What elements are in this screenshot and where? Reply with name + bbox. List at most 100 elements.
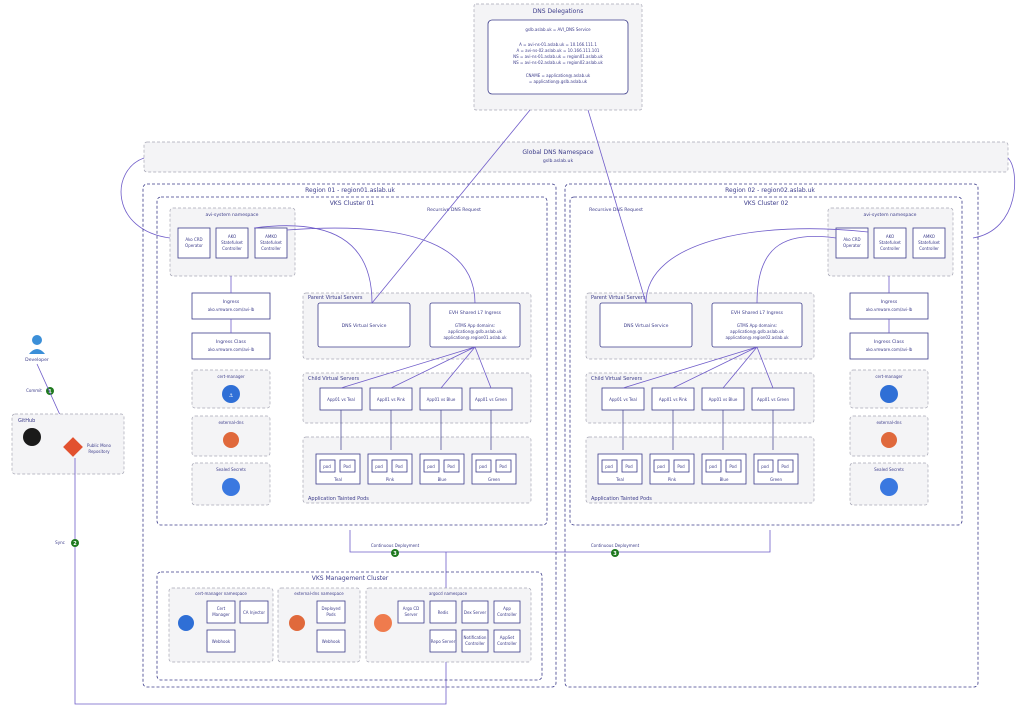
- label-text: Webhook: [322, 639, 341, 644]
- label-text: Notification: [464, 635, 487, 640]
- label-text: Repo Server: [431, 639, 456, 644]
- dns-line-4: NS = avi-ns-01.aslab.uk = region01.aslab…: [513, 54, 603, 59]
- label-text: cert-manager: [875, 374, 903, 379]
- pod-group-pink-2: pod Pod Pink: [649, 453, 695, 485]
- label-text: Redis: [438, 610, 449, 615]
- label-text: Manager: [212, 612, 230, 617]
- pod-group-teal: pod Pod Teal: [315, 453, 361, 485]
- label-text: Pink: [668, 477, 677, 482]
- label-text: Child Virtual Servers: [591, 376, 643, 382]
- label-text: App01 vs Pink: [659, 397, 688, 402]
- label-text: Statefulset: [879, 240, 901, 245]
- label-text: Ako CRD: [843, 237, 860, 242]
- label-text: application@.gslb.aslab.uk: [448, 329, 502, 334]
- label-text: App01 vs Blue: [709, 397, 738, 402]
- label-text: EVH Shared L7 Ingress: [449, 310, 502, 316]
- label-text: Application Tainted Pods: [591, 496, 652, 502]
- region-01: Region 01 - region01.aslab.uk VKS Cluste…: [142, 183, 557, 688]
- external-dns-icon: [881, 432, 897, 448]
- label-text: 1: [48, 389, 52, 395]
- label-text: AMKO: [265, 234, 277, 239]
- label-text: Controller: [497, 612, 517, 617]
- cert-manager-icon: ⚓: [229, 393, 233, 399]
- label-text: Blue: [438, 477, 447, 482]
- label-text: pod: [605, 464, 613, 469]
- label-text: Dex Server: [464, 610, 487, 615]
- label-text: Sealed Secrets: [216, 467, 246, 472]
- management-cluster: VKS Management Cluster cert-manager name…: [156, 571, 543, 681]
- label-text: CA Injector: [243, 610, 265, 615]
- label-text: Public Mono: [87, 443, 112, 448]
- label-text: Ingress Class: [874, 339, 905, 345]
- cluster-02-title: VKS Cluster 02: [744, 200, 789, 207]
- label-text: 2: [73, 541, 77, 547]
- region-01-title: Region 01 - region01.aslab.uk: [305, 187, 395, 194]
- label-text: Controller: [880, 246, 900, 251]
- label-text: pod: [427, 464, 435, 469]
- pod-group-pink: pod Pod Pink: [367, 453, 413, 485]
- label-text: Pod: [625, 464, 633, 469]
- region-02-title: Region 02 - region02.aslab.uk: [725, 187, 815, 194]
- label-text: Green: [488, 477, 501, 482]
- label-text: App01 vs Blue: [427, 397, 456, 402]
- label-text: Deployed: [321, 606, 340, 611]
- label-text: Sealed Secrets: [874, 467, 904, 472]
- label-text: ako.vmware.com/avi-lb: [208, 307, 255, 312]
- label-text: Sync: [55, 540, 65, 545]
- label-text: Green: [770, 477, 783, 482]
- pod-group-green-2: pod Pod Green: [753, 453, 799, 485]
- label-text: VKS Management Cluster: [312, 575, 389, 582]
- label-text: 3: [613, 551, 617, 557]
- github-icon: [23, 428, 41, 446]
- label-text: pod: [709, 464, 717, 469]
- label-text: Controller: [497, 641, 517, 646]
- label-text: Blue: [720, 477, 729, 482]
- label-text: DNS Virtual Service: [624, 323, 669, 329]
- argocd-icon: [374, 614, 392, 632]
- avi-ns-label: avi-system namespace: [205, 212, 258, 218]
- label-text: ako.vmware.com/avi-lb: [208, 347, 255, 352]
- label-text: Pod: [395, 464, 403, 469]
- git-icon: [63, 437, 83, 457]
- label-text: Pod: [677, 464, 685, 469]
- label-text: AMKO: [923, 234, 935, 239]
- sealed-secrets-icon: [222, 478, 240, 496]
- dns-line-0: gslb.aslab.uk = AVI_DNS Service: [525, 27, 591, 32]
- label-text: Controller: [222, 246, 242, 251]
- label-text: argocd namespace: [429, 591, 468, 596]
- label-text: App01 vs Green: [475, 397, 507, 402]
- dns-line-3: A = avi-ns-02.aslab.uk = 10.166.111.101: [517, 48, 600, 53]
- label-text: Pink: [386, 477, 395, 482]
- label-text: cert-manager namespace: [195, 591, 247, 596]
- label-text: App: [503, 606, 511, 611]
- label-text: Pod: [729, 464, 737, 469]
- label-text: GTMS App domains:: [455, 323, 495, 328]
- label-text: App01 vs Pink: [377, 397, 406, 402]
- label-text: Statefulset: [221, 240, 243, 245]
- developer-icon: [32, 335, 42, 345]
- label-text: Parent Virtual Servers: [591, 295, 646, 301]
- label-text: external-dns: [218, 420, 243, 425]
- label-text: Operator: [185, 243, 203, 248]
- label-text: 3: [393, 551, 397, 557]
- label-text: Pod: [447, 464, 455, 469]
- label-text: Continuous Deployment: [371, 543, 420, 548]
- pod-group-blue-2: pod Pod Blue: [701, 453, 747, 485]
- label-text: Commit: [26, 388, 42, 393]
- label-text: cert-manager: [217, 374, 245, 379]
- developer: Developer Commit 1: [25, 335, 75, 447]
- label-text: Developer: [25, 357, 49, 363]
- label-text: external-dns: [876, 420, 901, 425]
- label-text: App01 vs Teal: [327, 397, 355, 402]
- label-text: Recursive DNS Request: [589, 207, 643, 213]
- label-text: Operator: [843, 243, 861, 248]
- dns-delegation-title: DNS Delegations: [533, 8, 584, 15]
- label-text: App01 vs Green: [757, 397, 789, 402]
- label-text: avi-system namespace: [863, 212, 916, 218]
- global-dns-namespace: Global DNS Namespace gslb.aslab.uk: [143, 141, 1009, 173]
- label-text: Parent Virtual Servers: [308, 295, 363, 301]
- label-text: pod: [323, 464, 331, 469]
- dns-line-7: CNAME = application@.aslab.uk: [526, 73, 591, 78]
- dns-line-8: = application@.gslb.aslab.uk: [529, 79, 588, 84]
